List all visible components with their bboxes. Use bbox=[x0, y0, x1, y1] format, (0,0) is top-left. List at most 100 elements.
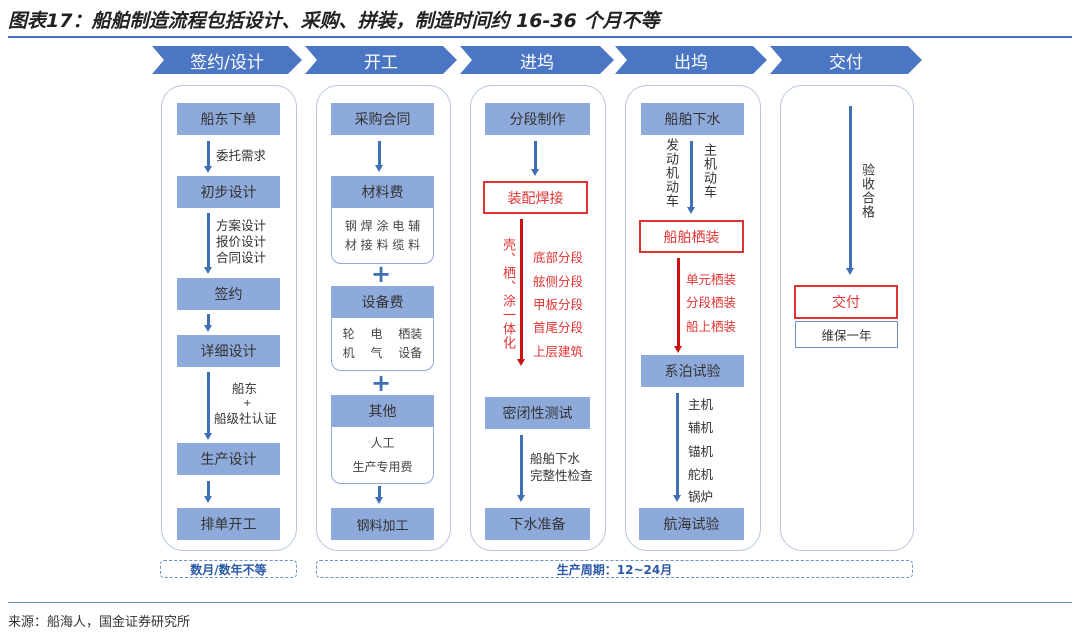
cert-plus: + bbox=[243, 398, 252, 409]
cert-owner: 船东 bbox=[232, 381, 258, 396]
step-sea-trial: 航海试验 bbox=[639, 508, 744, 540]
arrow-line bbox=[378, 486, 381, 499]
arrow-line bbox=[207, 481, 210, 498]
arrow-line bbox=[534, 141, 537, 171]
block-type: 上层建筑 bbox=[533, 344, 584, 359]
equipment-item: 主机 bbox=[688, 397, 714, 412]
block-type: 甲板分段 bbox=[533, 297, 584, 312]
source-rule bbox=[8, 602, 1072, 603]
block-type: 舷侧分段 bbox=[533, 274, 584, 289]
design-item: 报价设计 bbox=[216, 234, 267, 249]
step-production-design: 生产设计 bbox=[177, 443, 280, 475]
material-cost: 材料费 bbox=[331, 176, 434, 208]
arrow-head-icon bbox=[375, 165, 383, 172]
material-cost-details: 钢 焊 涂 电 辅 材 接 料 缆 料 bbox=[331, 208, 434, 264]
outfitting-type: 分段栖装 bbox=[686, 295, 737, 310]
cert-class: 船级社认证 bbox=[214, 411, 277, 426]
step-preliminary-design: 初步设计 bbox=[177, 176, 280, 208]
acceptance-label: 验收合格 bbox=[859, 163, 874, 219]
equipment-item: 辅机 bbox=[688, 420, 714, 435]
material-row: 钢 焊 涂 电 辅 bbox=[344, 218, 421, 233]
block-type: 首尾分段 bbox=[533, 320, 584, 335]
arrow-head-icon bbox=[204, 325, 212, 332]
equipment-item: 舵机 bbox=[688, 467, 714, 482]
step-ship-launch: 船舶下水 bbox=[641, 103, 744, 135]
arrow-head-icon bbox=[375, 497, 383, 504]
launch-check: 完整性检查 bbox=[530, 468, 593, 483]
engine-start-left: 发动机动车 bbox=[663, 138, 678, 208]
arrow-head-icon bbox=[204, 496, 212, 503]
panel-design bbox=[161, 85, 297, 551]
arrow-line bbox=[378, 141, 381, 167]
stage-dock-out: 出坞 bbox=[615, 46, 767, 74]
equipment-row: 轮 电 栖装 bbox=[342, 327, 423, 341]
arrow-head-icon bbox=[531, 169, 539, 176]
step-sign: 签约 bbox=[177, 278, 280, 310]
engine-start-right: 主机动车 bbox=[701, 143, 716, 199]
step-assembly-welding: 装配焊接 bbox=[483, 181, 588, 214]
panel-dock-in bbox=[470, 85, 606, 551]
design-item: 方案设计 bbox=[216, 218, 267, 233]
design-period-label: 数月/数年不等 bbox=[160, 560, 297, 578]
step-tightness-test: 密闭性测试 bbox=[485, 397, 590, 429]
red-arrow-line bbox=[677, 258, 680, 348]
arrow-head-icon bbox=[517, 359, 525, 366]
equipment-row: 机 气 设备 bbox=[342, 346, 423, 360]
step-detailed-design: 详细设计 bbox=[177, 335, 280, 367]
other-row: 人工 bbox=[370, 436, 395, 450]
title-rule bbox=[8, 36, 1072, 38]
arrow-line bbox=[520, 435, 523, 497]
hull-outfit-paint-integration: 壳、栖、涂一体化 bbox=[500, 238, 515, 350]
step-launch-prep: 下水准备 bbox=[485, 508, 590, 540]
production-period-label: 生产周期：12~24月 bbox=[316, 560, 913, 578]
arrow-line bbox=[690, 141, 693, 209]
equipment-item: 锚机 bbox=[688, 444, 714, 459]
arrow-head-icon bbox=[687, 207, 695, 214]
stage-start: 开工 bbox=[305, 46, 457, 74]
equipment-item: 锅炉 bbox=[688, 489, 714, 504]
warranty-one-year: 维保一年 bbox=[795, 321, 898, 348]
design-item: 合同设计 bbox=[216, 250, 267, 265]
equipment-cost-details: 轮 电 栖装 机 气 设备 bbox=[331, 318, 434, 371]
other-row: 生产专用费 bbox=[352, 460, 413, 474]
red-arrow-line bbox=[520, 219, 523, 361]
label-entrust: 委托需求 bbox=[216, 148, 267, 163]
stage-dock-in: 进坞 bbox=[460, 46, 614, 74]
other-cost: 其他 bbox=[331, 395, 434, 427]
launch-check: 船舶下水 bbox=[530, 451, 581, 466]
arrow-head-icon bbox=[204, 433, 212, 440]
arrow-head-icon bbox=[674, 346, 682, 353]
step-block-fabrication: 分段制作 bbox=[485, 103, 590, 135]
panel-delivery bbox=[780, 85, 914, 551]
step-purchase-contract: 采购合同 bbox=[331, 103, 434, 135]
arrow-line bbox=[676, 393, 679, 497]
step-mooring-trial: 系泊试验 bbox=[641, 355, 744, 387]
outfitting-type: 单元栖装 bbox=[686, 272, 737, 287]
source-note: 来源：船海人，国金证券研究所 bbox=[8, 615, 191, 630]
equipment-cost: 设备费 bbox=[331, 286, 434, 318]
arrow-head-icon bbox=[204, 267, 212, 274]
arrow-line bbox=[207, 141, 210, 168]
arrow-head-icon bbox=[204, 166, 212, 173]
step-schedule-start: 排单开工 bbox=[177, 508, 280, 540]
panel-dock-out bbox=[625, 85, 761, 551]
arrow-head-icon bbox=[517, 495, 525, 502]
step-ship-outfitting: 船舶栖装 bbox=[639, 220, 744, 253]
arrow-head-icon bbox=[673, 495, 681, 502]
plus-icon: + bbox=[371, 260, 392, 288]
figure-title: 图表17：船舶制造流程包括设计、采购、拼装，制造时间约 16-36 个月不等 bbox=[8, 10, 660, 32]
stage-sign-design: 签约/设计 bbox=[152, 46, 302, 74]
panel-start bbox=[316, 85, 451, 551]
arrow-head-icon bbox=[846, 268, 854, 275]
block-type: 底部分段 bbox=[533, 250, 584, 265]
outfitting-type: 船上栖装 bbox=[686, 319, 737, 334]
stage-delivery: 交付 bbox=[770, 46, 922, 74]
arrow-line bbox=[207, 314, 210, 327]
arrow-line bbox=[849, 106, 852, 270]
step-delivery: 交付 bbox=[794, 285, 898, 319]
steel-processing: 钢料加工 bbox=[331, 508, 434, 540]
arrow-line bbox=[207, 372, 210, 435]
plus-icon: + bbox=[371, 369, 392, 397]
material-row: 材 接 料 缆 料 bbox=[344, 237, 421, 252]
step-owner-order: 船东下单 bbox=[177, 103, 280, 135]
